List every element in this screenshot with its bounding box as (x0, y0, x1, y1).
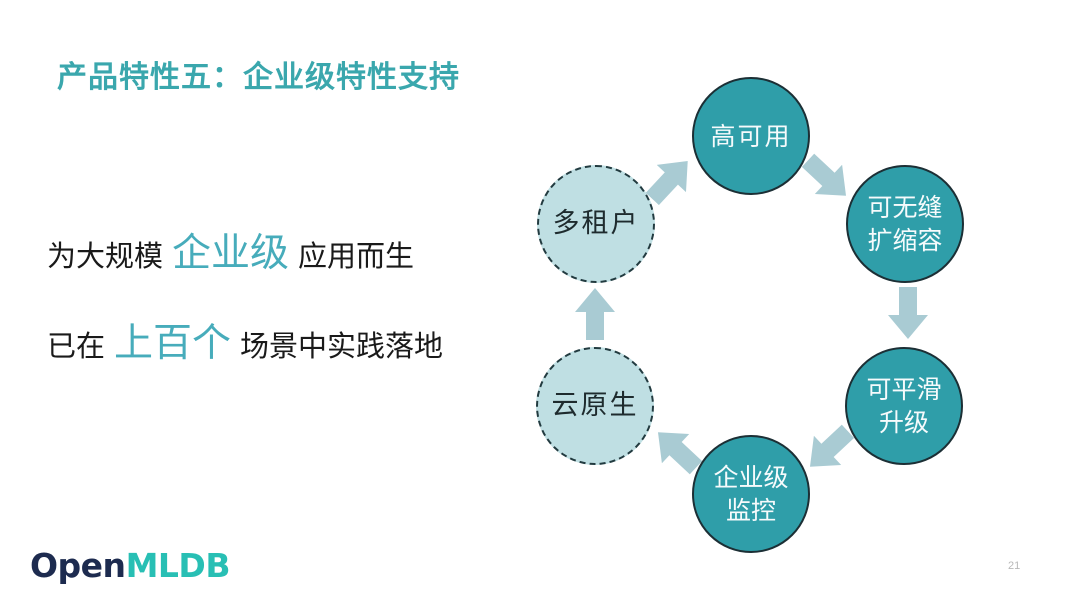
node-multi-tenant: 多租户 (537, 165, 655, 283)
page-number: 21 (1008, 560, 1021, 572)
block-arrow-icon (657, 432, 703, 475)
logo-part-open: Open (30, 546, 126, 585)
block-arrow-icon (645, 160, 688, 206)
block-arrow-icon (801, 153, 847, 196)
intro-text: 为大规模 企业级 应用而生 已在 上百个 场景中实践落地 (47, 224, 487, 375)
node-seamless-scaling: 可无缝 扩缩容 (846, 165, 964, 283)
cycle-arrow-cloud-to-tenant-icon (575, 288, 615, 340)
openmldb-logo: OpenMLDB (30, 546, 230, 585)
slide-title: 产品特性五：企业级特性支持 (57, 61, 460, 94)
intro-line-1: 为大规模 企业级 应用而生 (47, 224, 487, 284)
intro-line-2-highlight: 上百个 (114, 321, 232, 367)
cycle-arrow-tenant-to-high-icon (638, 147, 703, 212)
node-enterprise-monitoring: 企业级 监控 (692, 435, 810, 553)
intro-line-2-prefix: 已在 (47, 329, 106, 364)
block-arrow-icon (809, 424, 855, 467)
cycle-arrow-scale-to-upgrade-icon (888, 287, 928, 339)
intro-line-1-suffix: 应用而生 (298, 239, 415, 273)
intro-line-1-prefix: 为大规模 (47, 239, 164, 273)
node-smooth-upgrade: 可平滑 升级 (845, 347, 963, 465)
cycle-arrow-monitor-to-cloud-icon (644, 418, 709, 483)
node-high-availability: 高可用 (692, 77, 810, 195)
node-cloud-native: 云原生 (536, 347, 654, 465)
logo-part-mldb: MLDB (125, 546, 231, 585)
block-arrow-icon (888, 287, 928, 339)
block-arrow-icon (575, 288, 615, 340)
intro-line-2: 已在 上百个 场景中实践落地 (47, 314, 487, 374)
cycle-arrow-upgrade-to-monitor-icon (796, 417, 861, 482)
intro-line-1-highlight: 企业级 (172, 231, 290, 276)
intro-line-2-suffix: 场景中实践落地 (240, 329, 444, 364)
cycle-arrow-high-to-scale-icon (794, 146, 859, 211)
